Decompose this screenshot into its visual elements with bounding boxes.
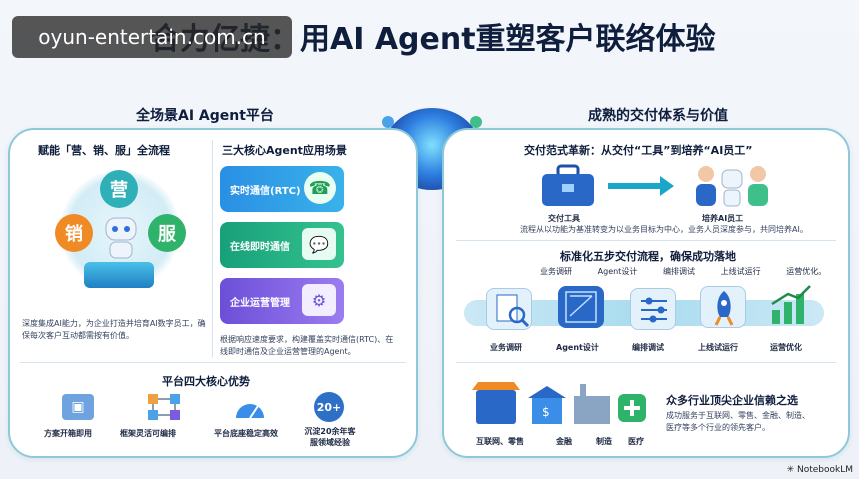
ai-employee-icon: [696, 166, 768, 207]
phone-icon: ☎: [304, 172, 336, 204]
advantages-heading: 平台四大核心优势: [162, 375, 250, 388]
left-panel-title: 全场景AI Agent平台: [136, 108, 274, 124]
process-heading: 标准化五步交付流程，确保成功落地: [560, 250, 736, 263]
flow-node-fu: 服: [148, 214, 186, 252]
scenes-desc: 根据响应速度要求，构建覆盖实时通信(RTC)、在线即时通信及企业运营管理的Age…: [220, 335, 394, 356]
blueprint-icon: [558, 286, 604, 328]
right-divider-1: [456, 240, 836, 241]
flow-desc: 深度集成AI能力，为企业打造并培育AI数字员工，确保每次客户互动都需按有价值。: [22, 319, 206, 340]
advantage-2: 框架灵活可编排: [120, 429, 176, 438]
gear-icon: ⚙: [302, 284, 336, 316]
research-icon: [486, 288, 532, 330]
right-divider-2: [456, 362, 836, 363]
industry-label-3: 制造: [596, 437, 612, 446]
step-1: 业务调研: [490, 343, 522, 352]
step-5: 运营优化: [770, 343, 802, 352]
flow-heading: 赋能「营、销、服」全流程: [38, 144, 170, 157]
paradigm-heading: 交付范式革新：从交付“工具”到培养“AI员工”: [524, 144, 753, 157]
chat-icon: 💬: [302, 228, 336, 260]
platform-base: [84, 262, 154, 288]
watermark: oyun-entertain.com.cn: [12, 16, 292, 58]
flow-node-xiao: 销: [55, 214, 93, 252]
sliders-icon: [630, 288, 676, 330]
industry-icons: $: [472, 382, 646, 424]
toolbox-icon: [542, 164, 594, 206]
industry-label-1: 互联网、零售: [476, 437, 524, 446]
advantage-1: 方案开箱即用: [44, 429, 92, 438]
experience-badge-icon: 20+: [314, 392, 344, 422]
step-2: Agent设计: [556, 343, 599, 352]
arrow-right-icon: [608, 176, 674, 196]
industry-heading: 众多行业顶尖企业信赖之选: [666, 394, 798, 407]
svg-text:$: $: [542, 405, 550, 419]
industry-desc: 成功服务于互联网、零售、金融、制造、医疗等多个行业的领先客户。: [666, 411, 810, 432]
paradigm-from-label: 交付工具: [548, 214, 580, 223]
scenes-heading: 三大核心Agent应用场景: [222, 144, 347, 157]
advantage-3: 平台底座稳定高效: [214, 429, 278, 438]
dashboard-icon: [236, 404, 264, 419]
rocket-icon: [700, 286, 746, 328]
process-flow-line: 业务调研 Agent设计 编排调试 上线试运行 运营优化。: [540, 267, 827, 276]
growth-chart-icon: [768, 284, 814, 326]
notebooklm-logo: ✳ NotebookLM: [786, 465, 853, 475]
flow-node-ying: 营: [100, 170, 138, 208]
advantage-4: 沉淀20余年客服领域经验: [304, 427, 356, 447]
paradigm-to-label: 培养AI员工: [702, 214, 744, 223]
industry-label-2: 金融: [556, 437, 572, 446]
step-3: 编排调试: [632, 343, 664, 352]
flow-framework-icon: [148, 394, 180, 420]
left-divider-h: [20, 362, 406, 363]
left-divider-v: [212, 140, 213, 358]
paradigm-desc: 流程从以功能为基准转变为以业务目标为中心，业务人员深度参与，共同培养AI。: [520, 225, 808, 234]
box-icon: ▣: [62, 394, 94, 420]
industry-label-4: 医疗: [628, 437, 644, 446]
robot-icon: [105, 217, 137, 259]
step-4: 上线试运行: [698, 343, 738, 352]
right-panel-title: 成熟的交付体系与价值: [588, 108, 728, 124]
